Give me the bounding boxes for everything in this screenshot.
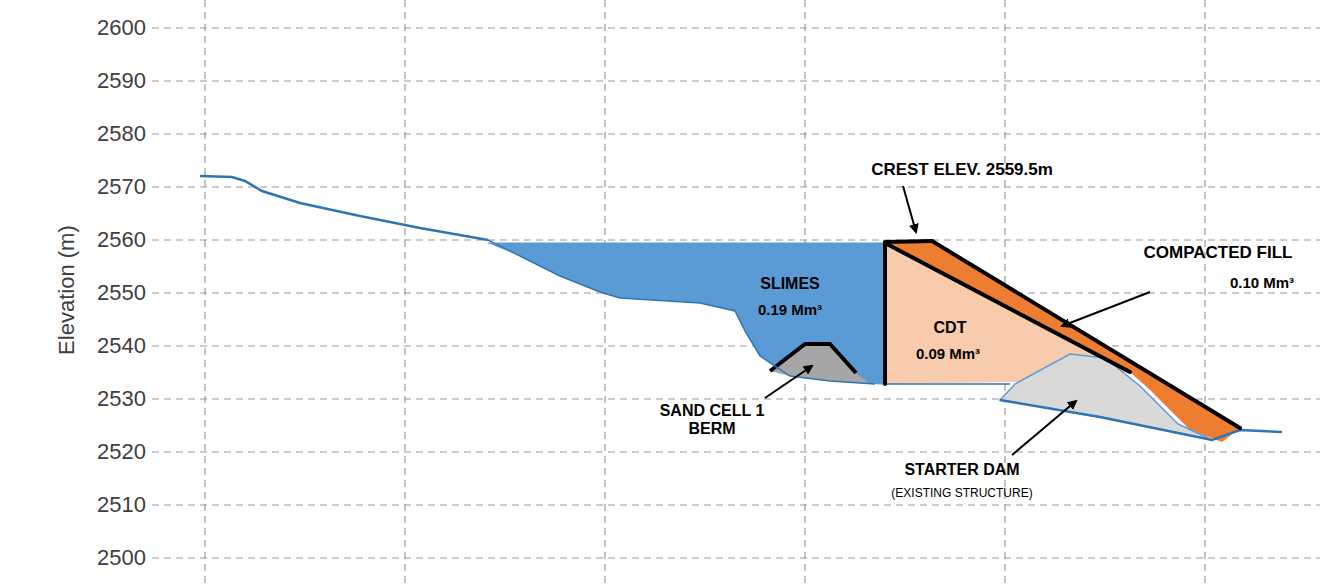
ground-line bbox=[1000, 400, 1282, 440]
axis-tick-label: 2580 bbox=[97, 122, 146, 146]
grid-line bbox=[152, 186, 1320, 187]
grid-line bbox=[204, 0, 205, 586]
slimes-region bbox=[488, 243, 885, 385]
grid-line bbox=[152, 557, 1320, 558]
berm-outline bbox=[770, 344, 856, 373]
axis-tick-label: 2510 bbox=[97, 493, 146, 517]
axis-tick-label: 2550 bbox=[97, 281, 146, 305]
axis-tick-label: 2520 bbox=[97, 440, 146, 464]
crest-label: CREST ELEV. 2559.5m bbox=[871, 161, 1053, 180]
axis-tick-label: 2560 bbox=[97, 228, 146, 252]
grid-line bbox=[152, 80, 1320, 81]
berm-label: SAND CELL 1 BERM bbox=[653, 402, 771, 437]
dam-label: STARTER DAM bbox=[904, 461, 1019, 479]
sand-cell-berm bbox=[770, 344, 870, 384]
volume-label: 0.19 Mm³ bbox=[758, 302, 822, 319]
axis-tick-label: 2540 bbox=[97, 334, 146, 358]
volume-label: 0.09 Mm³ bbox=[916, 346, 980, 363]
axis-tick-label: 2600 bbox=[97, 16, 146, 40]
grid-line bbox=[152, 239, 1320, 240]
axis-tick-label: 2530 bbox=[97, 387, 146, 411]
slimes-surface bbox=[488, 243, 885, 244]
grid-line bbox=[404, 0, 405, 586]
axis-tick-label: 2500 bbox=[97, 546, 146, 570]
volume-label: 0.10 Mm³ bbox=[1230, 275, 1294, 292]
axis-tick-label: 2570 bbox=[97, 175, 146, 199]
grid bbox=[152, 0, 1320, 586]
grid-line bbox=[152, 345, 1320, 346]
grid-line bbox=[152, 133, 1320, 134]
grid-line bbox=[152, 451, 1320, 452]
axis-title: Elevation (m) bbox=[55, 225, 79, 355]
dam-outline bbox=[885, 241, 1240, 428]
fill-label: COMPACTED FILL bbox=[1144, 244, 1293, 263]
grid-line bbox=[1204, 0, 1205, 586]
region-label: CDT bbox=[934, 319, 967, 337]
ground-line bbox=[488, 240, 875, 384]
dam-note: (EXISTING STRUCTURE) bbox=[891, 487, 1032, 500]
region-label: SLIMES bbox=[760, 275, 820, 293]
cdt-base bbox=[885, 383, 1010, 385]
ground-line bbox=[200, 176, 488, 240]
grid-line bbox=[152, 27, 1320, 28]
starter-dam bbox=[1000, 354, 1212, 440]
axis-tick-label: 2590 bbox=[97, 69, 146, 93]
grid-line bbox=[152, 504, 1320, 505]
leader-arrow bbox=[765, 186, 1150, 455]
